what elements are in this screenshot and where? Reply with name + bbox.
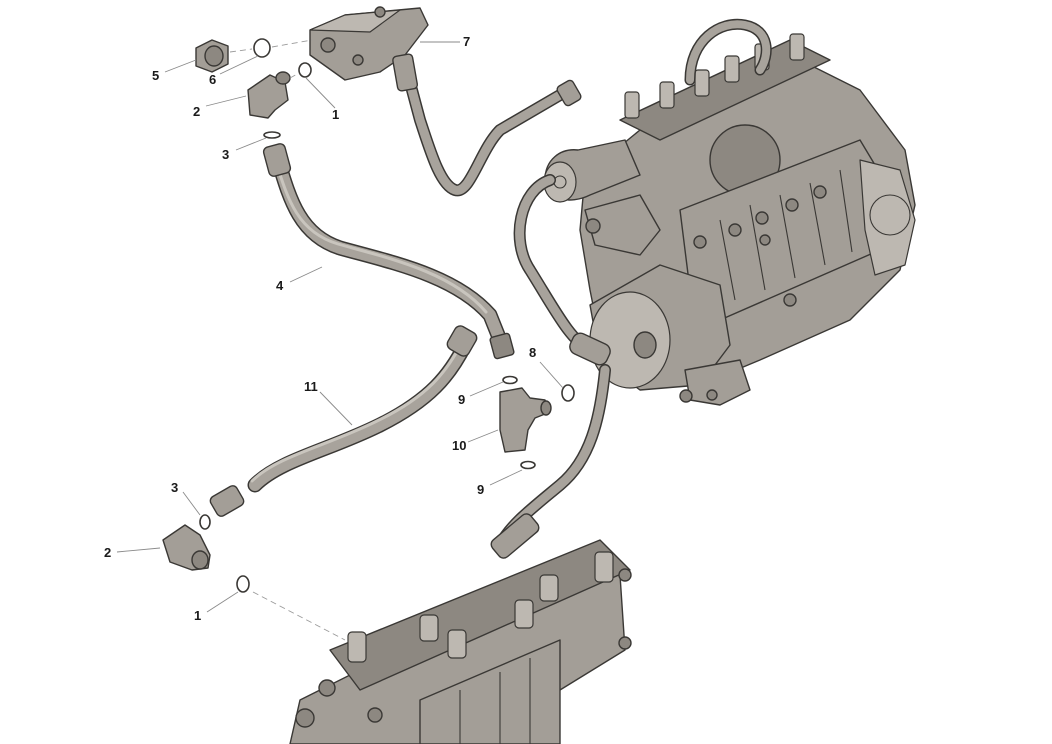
part-1-oring-lower	[236, 575, 250, 593]
part-7-block	[309, 6, 429, 92]
leader-lines	[116, 41, 564, 613]
part-9-oring-lower	[520, 460, 536, 470]
callout-1-upper: 1	[332, 107, 339, 122]
part-3-oring-lower	[199, 514, 211, 530]
callout-7: 7	[463, 34, 470, 49]
part-9-oring-upper	[502, 375, 518, 385]
part-2-elbow-upper	[247, 71, 291, 119]
part-6-oring	[253, 38, 271, 58]
part-10-tee	[499, 387, 552, 453]
hose-4	[262, 143, 515, 360]
pipe-pump-to-manifold	[490, 174, 611, 559]
callout-2-lower: 2	[104, 545, 111, 560]
callout-10: 10	[452, 438, 466, 453]
assembly-dashed-lines	[229, 39, 346, 641]
fuel-manifold	[289, 539, 632, 744]
callout-11: 11	[304, 379, 318, 394]
callout-2-upper: 2	[193, 104, 200, 119]
part-2-elbow-lower	[162, 524, 211, 571]
callout-6: 6	[209, 72, 216, 87]
callout-1-lower: 1	[194, 608, 201, 623]
part-3-oring-upper	[263, 131, 281, 139]
part-1-oring-upper	[298, 62, 312, 78]
callout-3-upper: 3	[222, 147, 229, 162]
pipe-from-block-7	[406, 79, 582, 197]
callout-4: 4	[276, 278, 284, 293]
callout-9-upper: 9	[458, 392, 465, 407]
callout-5: 5	[152, 68, 159, 83]
callout-8: 8	[529, 345, 536, 360]
callout-3-lower: 3	[171, 480, 178, 495]
callout-9-lower: 9	[477, 482, 484, 497]
callout-labels: 5 6 2 1 7 3 4 8 9 11 10 9 3 2 1	[104, 34, 536, 623]
part-8-oring	[561, 384, 575, 402]
part-5-cap	[195, 39, 229, 73]
hose-11	[209, 325, 478, 517]
